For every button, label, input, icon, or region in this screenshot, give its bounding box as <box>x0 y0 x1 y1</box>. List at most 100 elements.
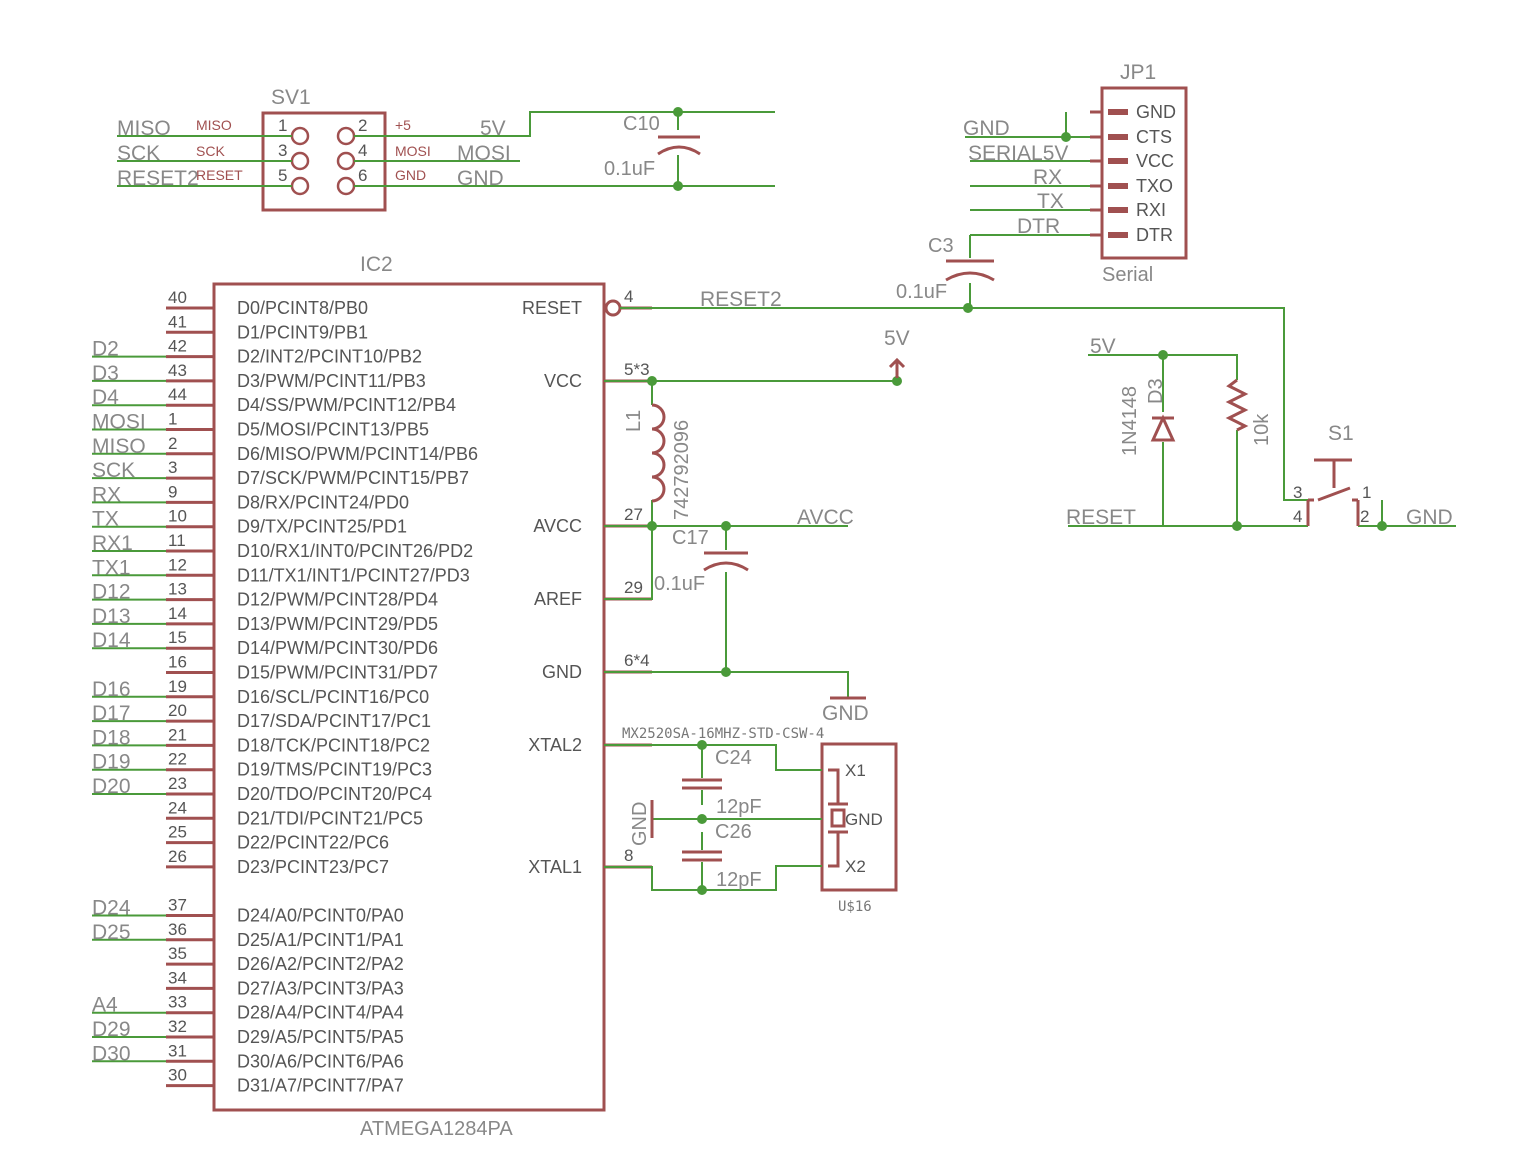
sv1-pin3: 3 <box>278 141 287 160</box>
ic2-pin-number: 6*4 <box>624 651 650 670</box>
sv1-label-mosi: MOSI <box>395 143 431 159</box>
c3-capacitor: C3 0.1uF <box>896 235 995 313</box>
ic2-pin-label: D23/PCINT23/PC7 <box>237 857 389 877</box>
net-label: D4 <box>92 386 119 409</box>
net-label: A4 <box>92 994 118 1017</box>
ic2-pin-label: D3/PWM/PCINT11/PB3 <box>237 371 426 391</box>
net-label: RX <box>92 483 121 506</box>
ic2-pin-label: D2/INT2/PCINT10/PB2 <box>237 347 422 367</box>
crystal-gnd: GND <box>845 810 883 829</box>
jp1-pin-label: CTS <box>1136 127 1172 147</box>
ic2-pin-label: D1/PCINT9/PB1 <box>237 322 368 342</box>
l1-value: 742792096 <box>671 420 693 520</box>
ic2-pin-label: D31/A7/PCINT7/PA7 <box>237 1076 404 1096</box>
ic2-pin-number: 20 <box>168 701 187 720</box>
ic2-value: ATMEGA1284PA <box>360 1118 513 1140</box>
ic2-pin-label: VCC <box>544 371 582 391</box>
s1-switch <box>1306 458 1360 526</box>
jp1-pin-pad <box>1108 134 1128 140</box>
net-label: D3 <box>92 362 119 385</box>
ic2-pin-number: 26 <box>168 847 187 866</box>
crystal-x2: X2 <box>845 857 866 876</box>
jp1-pin-pad <box>1108 183 1128 189</box>
net-jp1-rx: RX <box>1033 166 1062 189</box>
net-label: SCK <box>92 459 135 482</box>
c24-name: C24 <box>715 747 752 769</box>
sv1-header: SV1 1 2 3 4 5 6 MISO SCK RESET +5 MOSI G… <box>117 86 775 212</box>
crystal-name: U$16 <box>838 899 872 915</box>
ic2-pin-number: 5*3 <box>624 360 650 379</box>
net-gnd-s1: GND <box>1406 506 1453 529</box>
sv1-label-miso: MISO <box>196 117 232 133</box>
jp1-pin-pad <box>1108 207 1128 213</box>
ic2-pin-number: 10 <box>168 507 187 526</box>
net-jp1-dtr: DTR <box>1017 215 1060 238</box>
ic2-pin-number: 15 <box>168 628 187 647</box>
jp1-pin-label: DTR <box>1136 225 1173 245</box>
net-label: D17 <box>92 702 131 725</box>
ic2-pin-number: 1 <box>168 410 177 429</box>
sv1-pin4: 4 <box>358 141 367 160</box>
net-label: MOSI <box>92 411 146 434</box>
ic2-pin-number: 42 <box>168 337 187 356</box>
ic2-pin-label: D29/A5/PCINT5/PA5 <box>237 1027 404 1047</box>
ic2-pin-number: 12 <box>168 555 187 574</box>
ic2-pin-label: RESET <box>522 298 582 318</box>
net-sck: SCK <box>117 142 160 165</box>
ic2-pin-number: 36 <box>168 920 187 939</box>
ic2-pin-label: D22/PCINT22/PC6 <box>237 833 389 853</box>
ic2-pin-label: D25/A1/PCINT1/PA1 <box>237 930 404 950</box>
l1-name: L1 <box>623 410 645 432</box>
ic2-pin-number: 33 <box>168 993 187 1012</box>
net-reset2: RESET2 <box>117 167 199 190</box>
ic2-pin-number: 44 <box>168 385 187 404</box>
ic2-pin-number: 23 <box>168 774 187 793</box>
ic2-pin-number: 3 <box>168 458 177 477</box>
sv1-label-5v: +5 <box>395 117 411 133</box>
ic2-pin-number: 29 <box>624 578 643 597</box>
ic2-pin-number: 30 <box>168 1066 187 1085</box>
ic2-pin-label: D8/RX/PCINT24/PD0 <box>237 492 409 512</box>
jp1-name: JP1 <box>1120 61 1156 84</box>
c10-name: C10 <box>623 113 660 135</box>
ic2-pin-label: D21/TDI/PCINT21/PC5 <box>237 808 423 828</box>
net-reset: RESET <box>1066 506 1136 529</box>
ic2-pin-number: 13 <box>168 580 187 599</box>
ic2-pin-number: 25 <box>168 823 187 842</box>
ic2-pin-number: 41 <box>168 312 187 331</box>
ic2-pin-number: 31 <box>168 1041 187 1060</box>
sv1-label-gnd: GND <box>395 167 426 183</box>
ic2-pin-label: XTAL2 <box>528 735 582 755</box>
net-label: D30 <box>92 1042 131 1065</box>
jp1-pin-label: RXI <box>1136 200 1166 220</box>
c24-value: 12pF <box>716 796 762 818</box>
net-5v: 5V <box>480 117 506 140</box>
sv1-label-sck: SCK <box>196 143 225 159</box>
net-label: D25 <box>92 921 131 944</box>
s1-pin3: 3 <box>1293 483 1302 502</box>
net-label: D12 <box>92 581 131 604</box>
ic2-pin-label: D14/PWM/PCINT30/PD6 <box>237 638 438 658</box>
ic2-name: IC2 <box>360 253 393 276</box>
net-label: D19 <box>92 751 131 774</box>
ic2-pin-number: 34 <box>168 968 187 987</box>
net-label: MISO <box>92 435 146 458</box>
ic2-pin-label: GND <box>542 662 582 682</box>
net-gnd-crystal: GND <box>629 802 651 846</box>
net-serial5v: SERIAL5V <box>968 142 1068 165</box>
ic2-pin-number: 35 <box>168 944 187 963</box>
ic2: IC2 ATMEGA1284PA 40D0/PCINT8/PB041D1/PCI… <box>92 253 652 1140</box>
d3-value: 1N4148 <box>1119 386 1141 456</box>
d3-diode <box>1150 414 1176 442</box>
ic2-pin-label: D7/SCK/PWM/PCINT15/PB7 <box>237 468 469 488</box>
sv1-name: SV1 <box>271 86 311 109</box>
crystal-circuit: MX2520SA-16MHZ-STD-CSW-4 U$16 X1 GND X2 … <box>604 726 898 915</box>
ic2-pin-label: D18/TCK/PCINT18/PC2 <box>237 735 430 755</box>
ic2-pin-number: 11 <box>168 531 186 550</box>
jp1-value: Serial <box>1102 264 1153 286</box>
resistor-value: 10k <box>1251 413 1273 446</box>
c26-value: 12pF <box>716 869 762 891</box>
ic2-pin-label: D17/SDA/PCINT17/PC1 <box>237 711 431 731</box>
